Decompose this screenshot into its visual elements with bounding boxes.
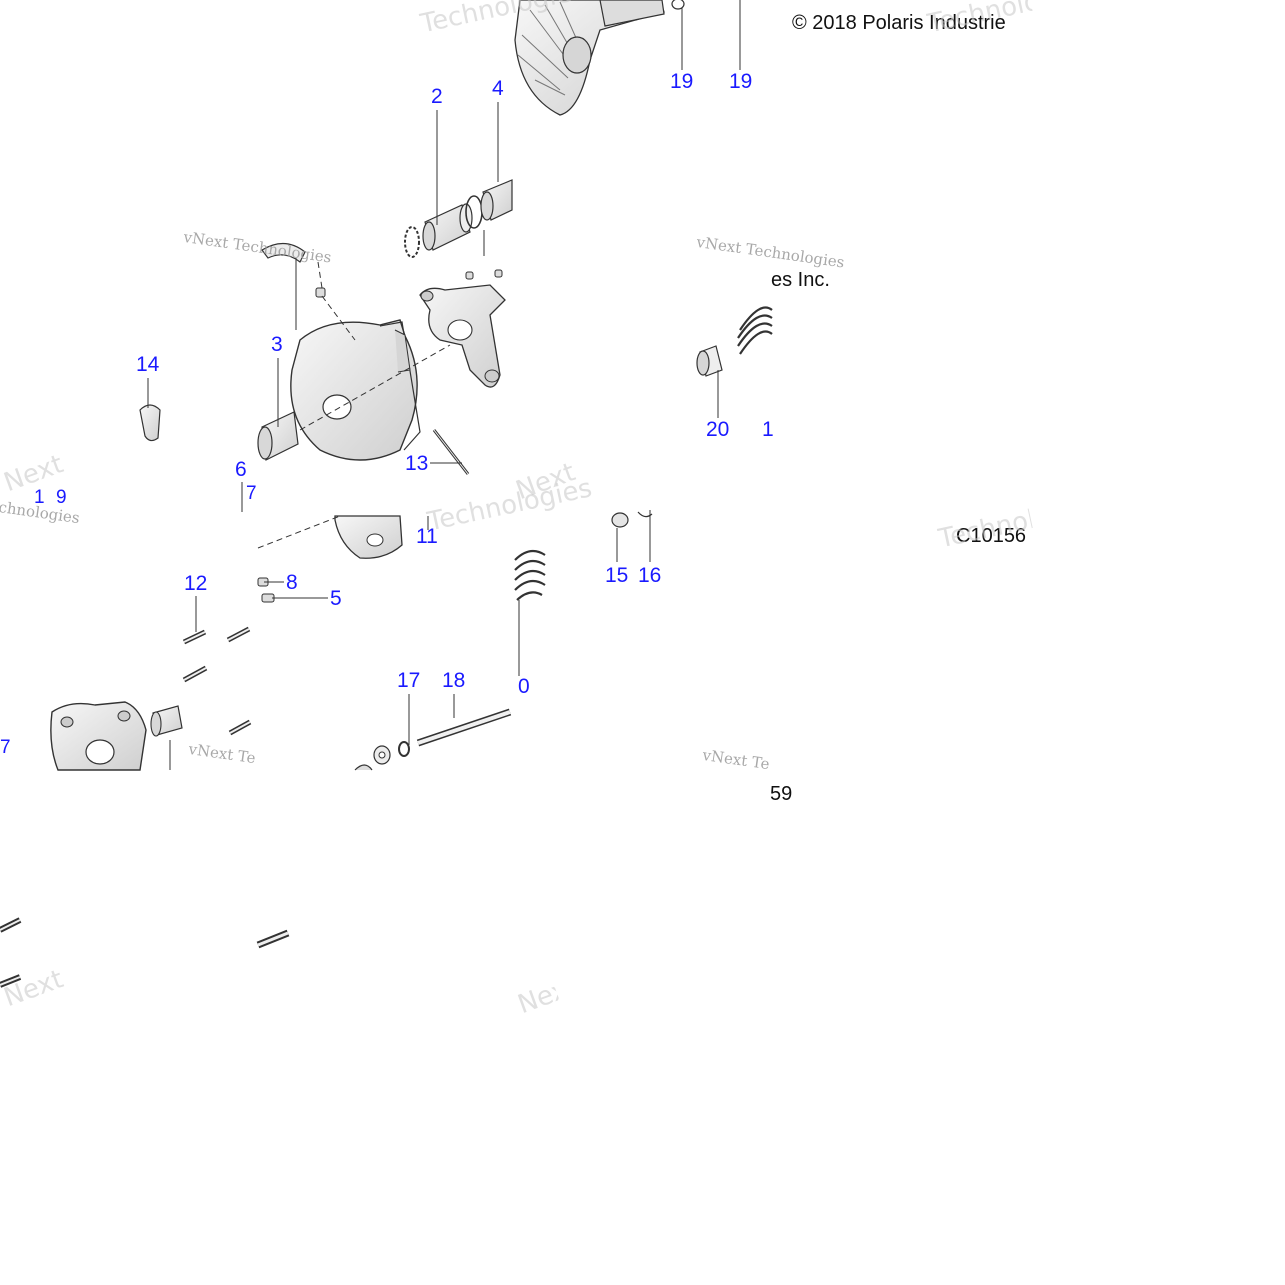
callout-2: 2 xyxy=(431,85,443,108)
callout-19b: 19 xyxy=(729,70,753,93)
bearing-part-4 xyxy=(480,179,513,221)
copyright-text: © 2018 Polaris Industrie xyxy=(792,12,1006,34)
callout-10: 0 xyxy=(518,675,530,698)
fan-shaft-part xyxy=(514,0,685,116)
callout-1: 1 xyxy=(34,487,45,508)
spider-arm-part xyxy=(419,269,506,388)
shaft-part-18 xyxy=(416,708,512,747)
assembly-axis-lines xyxy=(257,261,451,549)
callout-3: 3 xyxy=(271,333,283,356)
callout-5: 5 xyxy=(330,587,342,610)
bearing-part-2 xyxy=(422,203,473,251)
callout-19a: 19 xyxy=(670,70,694,93)
bushing-part-lower xyxy=(150,705,183,737)
washers-part-17 xyxy=(354,741,410,771)
callout-1b: 1 xyxy=(762,418,774,441)
callout-6: 6 xyxy=(235,458,247,481)
drawing-number-fragment: 59 xyxy=(770,783,793,805)
callout-9: 9 xyxy=(56,487,67,508)
bottom-bolts-part xyxy=(0,917,290,988)
spring-part-10 xyxy=(514,549,546,601)
cover-housing-part xyxy=(50,701,147,771)
bolts-part-12 xyxy=(182,626,252,736)
copyright-fragment: es Inc. xyxy=(771,269,830,291)
callout-14: 14 xyxy=(136,353,160,376)
callout-18: 18 xyxy=(442,669,466,692)
sheave-disc-part xyxy=(290,319,421,461)
callout-17: 17 xyxy=(397,669,421,692)
callout-4: 4 xyxy=(492,77,504,100)
lower-housing-part xyxy=(334,515,403,559)
bushing-part-3 xyxy=(257,411,299,461)
pin-part-13 xyxy=(432,429,470,475)
callout-13: 13 xyxy=(405,452,429,475)
callout-7b: 7 xyxy=(0,737,11,758)
callout-15: 15 xyxy=(605,564,629,587)
callout-16: 16 xyxy=(638,564,662,587)
roller-part-14 xyxy=(139,404,161,442)
small-pins-part xyxy=(257,577,275,603)
callout-20: 20 xyxy=(706,418,730,441)
drawing-code: C10156 xyxy=(956,525,1027,547)
callout-7: 7 xyxy=(246,483,257,504)
callout-8: 8 xyxy=(286,571,298,594)
callout-leader-lines xyxy=(147,0,741,770)
callout-11: 11 xyxy=(416,525,438,548)
ring-part-20 xyxy=(696,345,723,377)
callout-12: 12 xyxy=(184,572,208,595)
spring-part-right xyxy=(737,306,773,355)
weight-part-15-16 xyxy=(611,511,653,528)
cover-fragment-part xyxy=(261,242,326,298)
